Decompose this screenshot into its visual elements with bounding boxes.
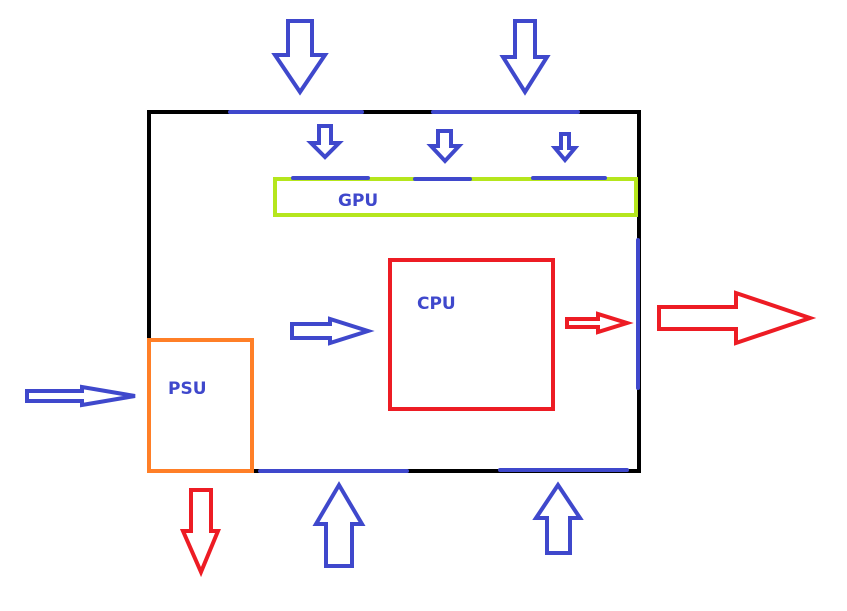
gpu-label: GPU xyxy=(338,191,378,211)
cpu-exhaust-arrow xyxy=(565,311,634,335)
gpu-box xyxy=(273,177,638,217)
bottom-intake-arrow-right xyxy=(532,481,584,555)
bottom-intake-arrow-left xyxy=(312,481,366,568)
psu-exhaust-arrow xyxy=(179,488,221,578)
psu-box xyxy=(147,338,254,473)
internal-flow-arrow xyxy=(290,316,375,346)
gpu-intake-arrow-1 xyxy=(306,124,344,160)
gpu-intake-arrow-3 xyxy=(550,132,580,164)
cpu-box xyxy=(388,258,555,411)
cpu-label: CPU xyxy=(417,294,456,314)
case-outline xyxy=(147,110,641,473)
psu-intake-arrow xyxy=(25,384,136,408)
top-intake-arrow-right xyxy=(499,19,551,96)
top-intake-arrow-left xyxy=(271,19,329,96)
gpu-fans xyxy=(291,176,607,181)
gpu-intake-arrow-2 xyxy=(426,129,464,164)
rear-exhaust-arrow xyxy=(657,290,817,346)
vents xyxy=(228,110,640,473)
psu-label: PSU xyxy=(168,379,207,399)
